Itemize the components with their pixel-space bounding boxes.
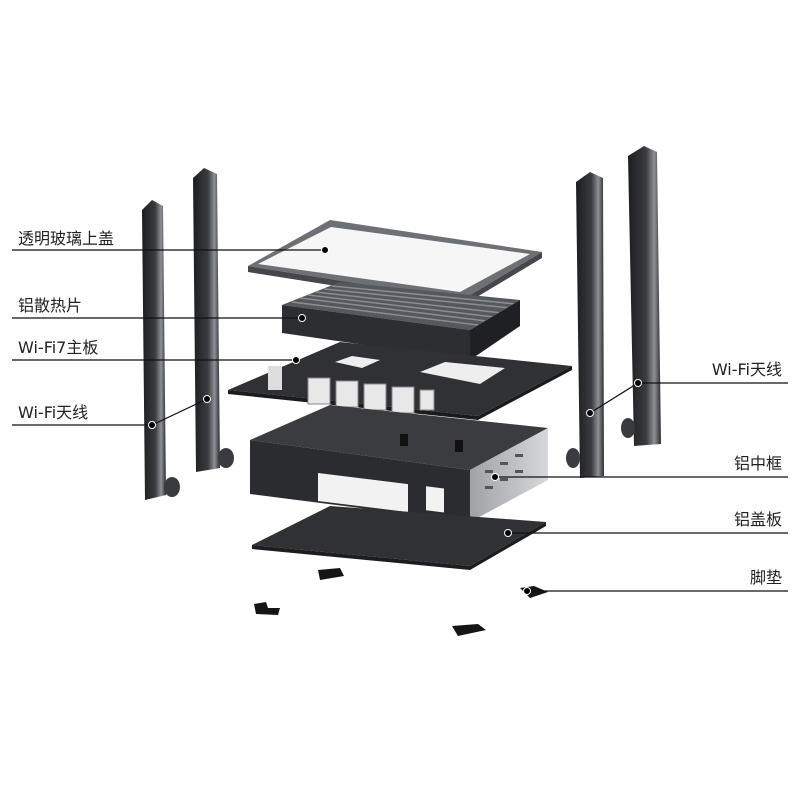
antenna-left-inner — [193, 168, 234, 472]
antenna-left-outer — [142, 200, 180, 500]
label-wifi7-mainboard: Wi-Fi7主板 — [18, 338, 99, 357]
label-aluminum-middle-frame: 铝中框 — [733, 454, 782, 473]
label-wifi-antenna-right: Wi-Fi天线 — [711, 360, 782, 379]
antenna-right-outer — [621, 146, 661, 446]
aluminum-middle-frame — [250, 405, 548, 522]
label-glass-top-cover: 透明玻璃上盖 — [18, 229, 115, 248]
label-aluminum-cover-plate: 铝盖板 — [733, 510, 782, 529]
ethernet-ports — [307, 377, 435, 414]
leader-dots — [148, 246, 642, 595]
foot-pads — [254, 568, 548, 636]
antenna-right-inner — [566, 172, 604, 478]
label-foot-pads: 脚垫 — [749, 568, 782, 587]
label-wifi-antenna-left: Wi-Fi天线 — [18, 403, 89, 422]
wifi7-mainboard — [228, 342, 572, 420]
aluminum-cover-plate — [252, 506, 546, 570]
label-aluminum-heatsink: 铝散热片 — [18, 296, 83, 315]
aluminum-heatsink — [282, 282, 520, 360]
